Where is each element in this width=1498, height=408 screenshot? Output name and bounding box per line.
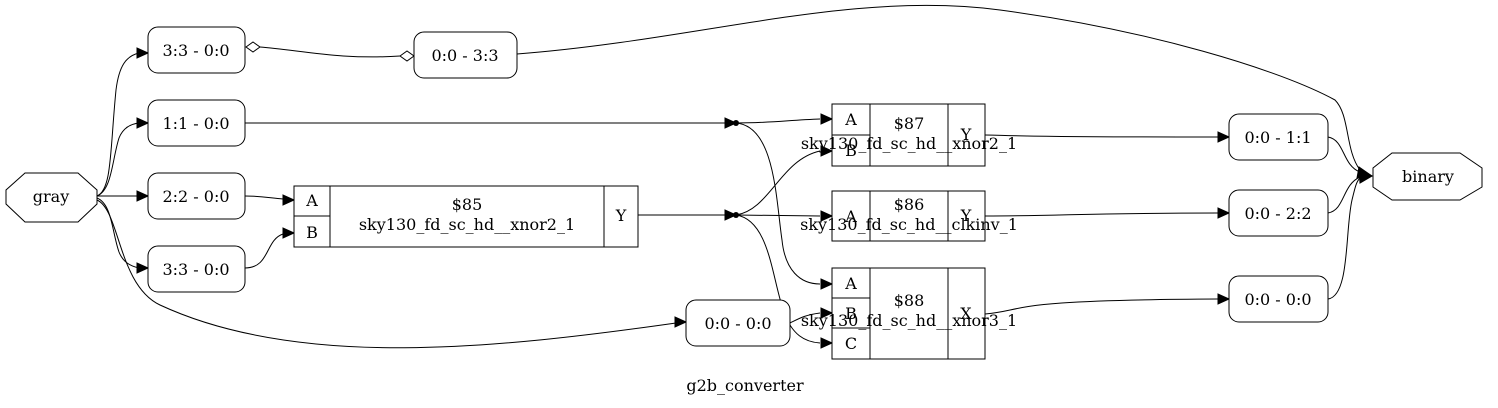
cell-86[interactable]: A $86 sky130_fd_sc_hd__clkinv_1 Y	[800, 190, 1018, 242]
wire-junction2-to-86A	[735, 214, 821, 217]
junction-2	[733, 212, 739, 218]
cell-87[interactable]: A B $87 sky130_fd_sc_hd__xnor2_1 Y	[801, 103, 1017, 167]
slice-3-3-top[interactable]: 3:3 - 0:0	[147, 26, 246, 74]
arrowheads	[136, 41, 1374, 349]
slice-3-3-bottom-label: 3:3 - 0:0	[162, 260, 229, 279]
arrow-to-binary-b	[1358, 168, 1374, 184]
arrow-to-junction2	[724, 209, 738, 221]
wire-2-2-to-85A	[244, 195, 284, 200]
cell-86-id: $86	[894, 195, 925, 214]
port-binary[interactable]: binary	[1372, 152, 1483, 201]
arrow-to-1-1	[136, 117, 150, 129]
wire-gray-to-1-1	[96, 122, 140, 197]
slice-3-3-bottom[interactable]: 3:3 - 0:0	[147, 245, 246, 293]
wire-86Y-to-0-0-2-2	[984, 212, 1219, 217]
diagram-title: g2b_converter	[686, 376, 804, 395]
arrow-to-3-3	[136, 47, 150, 59]
slice-0-0-to-3-3-label: 0:0 - 3:3	[431, 46, 498, 65]
arrow-to-0-0-0-0	[1217, 293, 1231, 305]
cell-87-id: $87	[894, 114, 925, 133]
arrow-to-3-3-b	[136, 262, 150, 274]
cell-88[interactable]: A B C $88 sky130_fd_sc_hd__xnor3_1 X	[801, 267, 1017, 360]
junction-1	[733, 120, 739, 126]
cell-88-id: $88	[894, 291, 925, 310]
wire-0-0-2-2-to-binary	[1327, 176, 1361, 214]
cell-87-pin-y: Y	[960, 125, 972, 144]
arrow-to-86A	[820, 210, 834, 222]
wire-3-3-to-0-0-3-3	[259, 46, 401, 58]
port-gray-label: gray	[33, 187, 69, 206]
arrow-to-2-2	[136, 190, 150, 202]
cell-85-pin-b: B	[306, 223, 318, 242]
wire-junction2-to-87B	[735, 150, 821, 216]
cell-85-pin-y: Y	[615, 206, 627, 225]
wire-junction1-to-88A	[735, 122, 821, 285]
slice-1-1[interactable]: 1:1 - 0:0	[147, 99, 246, 147]
wire-gray-to-3-3	[96, 52, 140, 197]
arrow-to-88C	[820, 337, 834, 349]
arrow-to-87A	[820, 113, 834, 125]
cell-88-type: sky130_fd_sc_hd__xnor3_1	[801, 311, 1017, 330]
wire-0-0-3-3-to-binary	[516, 4, 1361, 171]
slice-2-2[interactable]: 2:2 - 0:0	[147, 172, 246, 220]
slice-2-2-label: 2:2 - 0:0	[162, 187, 229, 206]
cell-86-pin-a: A	[844, 207, 857, 226]
arrow-to-87B	[820, 145, 834, 157]
wire-87Y-to-0-0-1-1	[984, 134, 1219, 138]
port-gray[interactable]: gray	[5, 172, 98, 223]
slice-0-0-to-3-3[interactable]: 0:0 - 3:3	[413, 31, 518, 79]
slice-0-0-gray0[interactable]: 0:0 - 0:0	[685, 299, 791, 347]
wire-0-0-to-88B	[789, 312, 821, 324]
port-binary-label: binary	[1402, 167, 1454, 186]
wires	[96, 4, 1361, 349]
cell-88-pin-x: X	[960, 304, 972, 323]
cell-88-pin-a: A	[844, 274, 857, 293]
wire-88X-to-0-0-0-0	[984, 298, 1219, 315]
slice-0-0-to-2-2[interactable]: 0:0 - 2:2	[1228, 189, 1329, 237]
wire-3-3-b-to-85B	[244, 233, 284, 269]
cell-88-pin-c: C	[845, 334, 857, 353]
arrow-to-0-0	[674, 316, 688, 328]
wire-gray-to-3-3-b	[96, 197, 140, 269]
slice-0-0-to-1-1[interactable]: 0:0 - 1:1	[1228, 113, 1329, 161]
cell-87-pin-a: A	[844, 110, 857, 129]
arrow-to-85B	[282, 227, 296, 239]
wire-0-0-0-0-to-binary	[1327, 177, 1361, 300]
slice-0-0-to-2-2-label: 0:0 - 2:2	[1244, 204, 1311, 223]
slice-1-1-label: 1:1 - 0:0	[162, 114, 229, 133]
cell-85-id: $85	[452, 195, 483, 214]
cell-85-type: sky130_fd_sc_hd__xnor2_1	[359, 215, 575, 234]
slice-0-0-to-0-0-label: 0:0 - 0:0	[1244, 290, 1311, 309]
arrow-to-junction1	[724, 117, 738, 129]
wire-0-0-1-1-to-binary	[1327, 136, 1361, 173]
wire-gray-to-0-0	[96, 199, 677, 349]
cell-85[interactable]: A B $85 sky130_fd_sc_hd__xnor2_1 Y	[293, 185, 639, 248]
diamond-from-3-3	[245, 41, 261, 53]
diamond-to-0-0-3-3	[399, 50, 415, 62]
arrow-to-0-0-2-2	[1217, 207, 1231, 219]
slice-0-0-to-1-1-label: 0:0 - 1:1	[1244, 128, 1311, 147]
cell-86-type: sky130_fd_sc_hd__clkinv_1	[800, 215, 1018, 234]
arrow-to-88A	[820, 278, 834, 290]
arrow-to-85A	[282, 194, 296, 206]
cell-87-type: sky130_fd_sc_hd__xnor2_1	[801, 134, 1017, 153]
arrow-to-88B	[820, 307, 834, 319]
cell-85-pin-a: A	[305, 191, 318, 210]
slice-0-0-to-0-0[interactable]: 0:0 - 0:0	[1228, 275, 1329, 323]
slice-0-0-gray0-label: 0:0 - 0:0	[704, 314, 771, 333]
slice-3-3-top-label: 3:3 - 0:0	[162, 41, 229, 60]
arrow-to-0-0-1-1	[1217, 131, 1231, 143]
cell-88-pin-b: B	[845, 304, 857, 323]
cell-86-pin-y: Y	[960, 206, 972, 225]
cell-87-pin-b: B	[845, 141, 857, 160]
wire-junction1-to-87A	[735, 118, 821, 124]
